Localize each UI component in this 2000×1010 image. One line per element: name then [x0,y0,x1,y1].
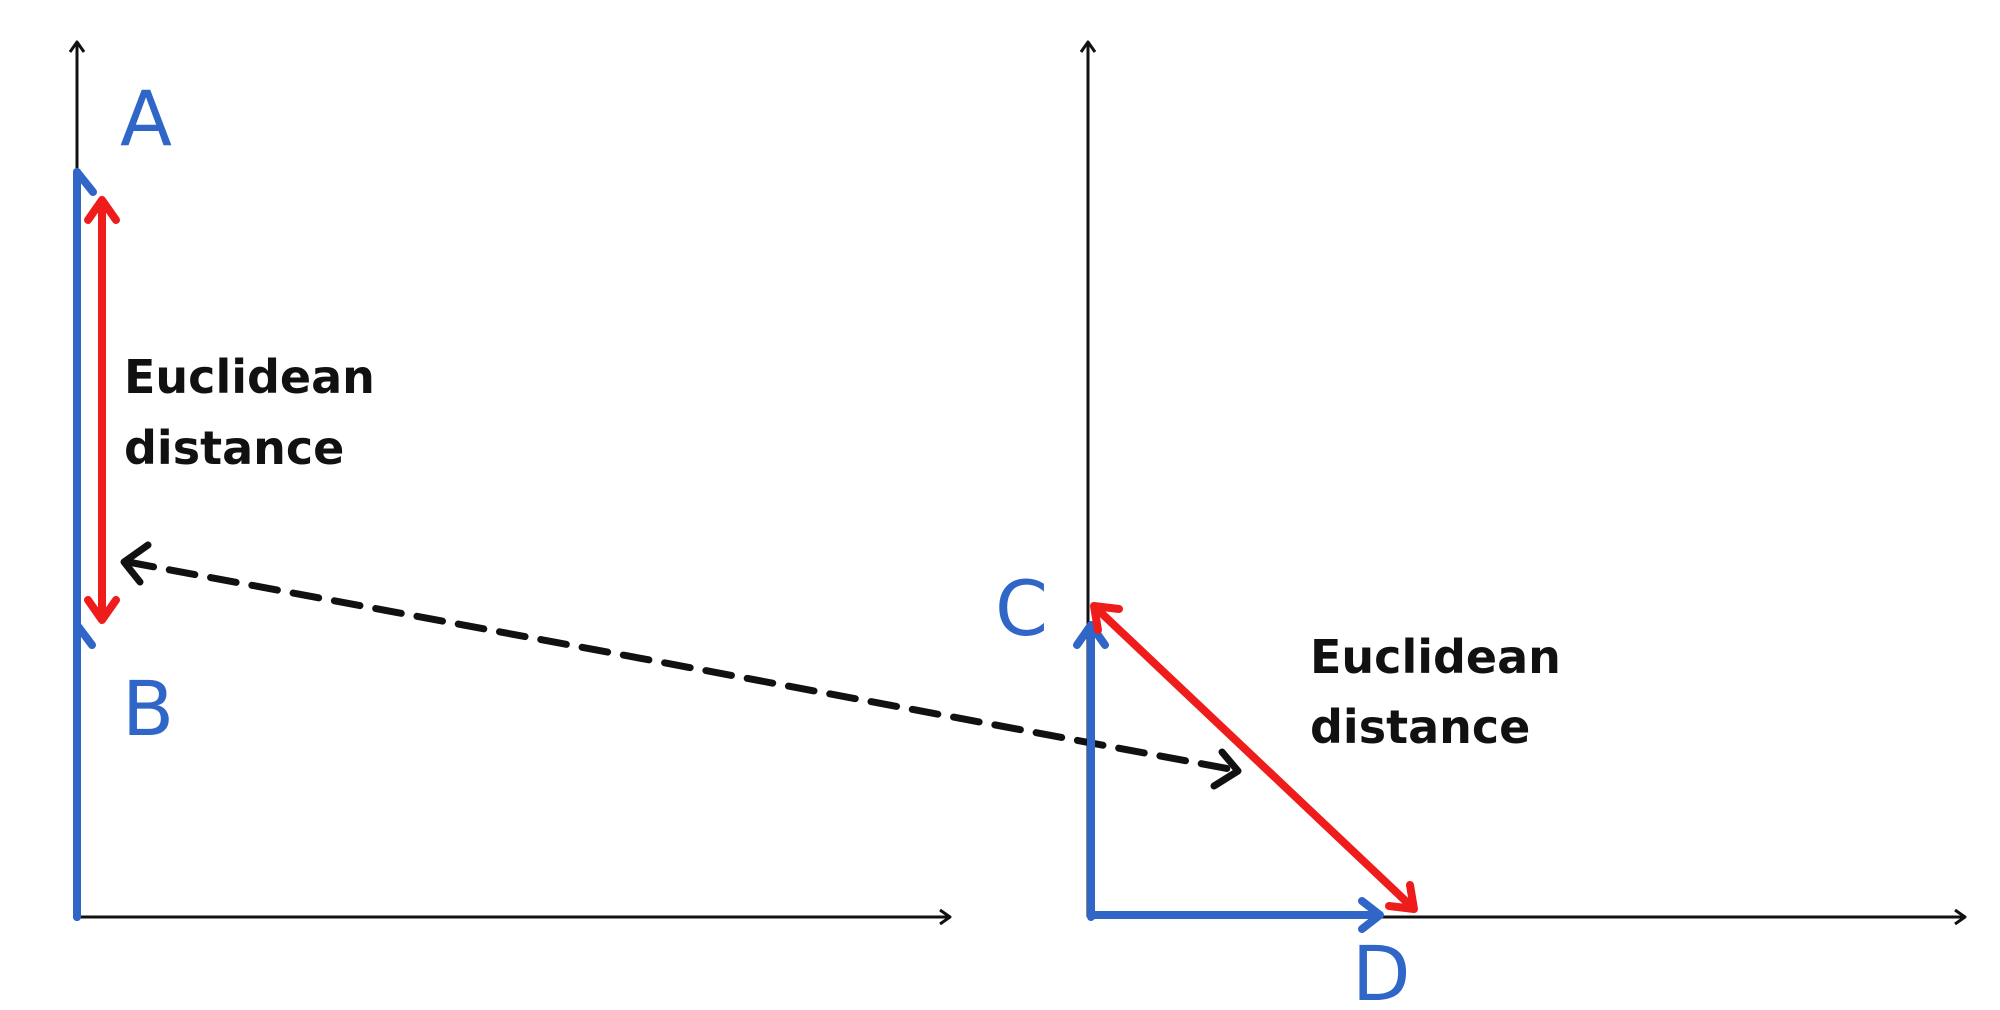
left-axes [68,40,952,926]
right-distance-label: Euclidean distance [1310,630,1577,754]
right-x-axis-arrowhead [1954,908,1967,926]
comparison-arrow [120,541,1242,790]
right-y-axis-arrowhead [1079,40,1097,53]
vector-c [1073,621,1109,921]
vector-b-label: B [122,664,174,753]
left-distance-label-line2: distance [124,421,344,475]
left-distance-arrowhead-bottom [84,596,120,624]
vector-b-arrowhead [73,621,96,649]
vector-d-arrowhead [1358,897,1384,933]
left-x-axis-arrowhead [939,908,952,926]
vector-b [73,621,96,921]
comparison-arrowhead-right [1210,748,1242,790]
left-panel: A B Euclidean distance [68,40,952,926]
left-distance-label-line1: Euclidean [124,350,375,404]
vector-d [1087,897,1384,933]
right-distance-shaft [1092,604,1416,911]
vector-a-label: A [120,74,172,163]
left-distance-label: Euclidean distance [124,350,391,475]
vector-c-label: C [995,564,1048,653]
left-y-axis-arrowhead [68,40,86,53]
left-distance-arrow [84,196,120,624]
vector-c-arrowhead [1073,621,1109,649]
right-axes [1079,40,1967,926]
right-distance-label-line2: distance [1310,700,1530,754]
comparison-arrowhead-left [120,541,152,586]
right-distance-arrowhead-top [1090,602,1123,634]
vector-a-arrowhead [73,168,97,196]
right-distance-label-line1: Euclidean [1310,630,1561,684]
left-distance-arrowhead-top [84,196,120,224]
vector-d-label: D [1352,929,1411,1010]
comparison-arrow-shaft [124,558,1239,774]
right-distance-arrowhead-bottom [1385,881,1418,913]
right-distance-arrow [1090,602,1418,913]
right-panel: C D Euclidean distance [995,40,1967,1010]
